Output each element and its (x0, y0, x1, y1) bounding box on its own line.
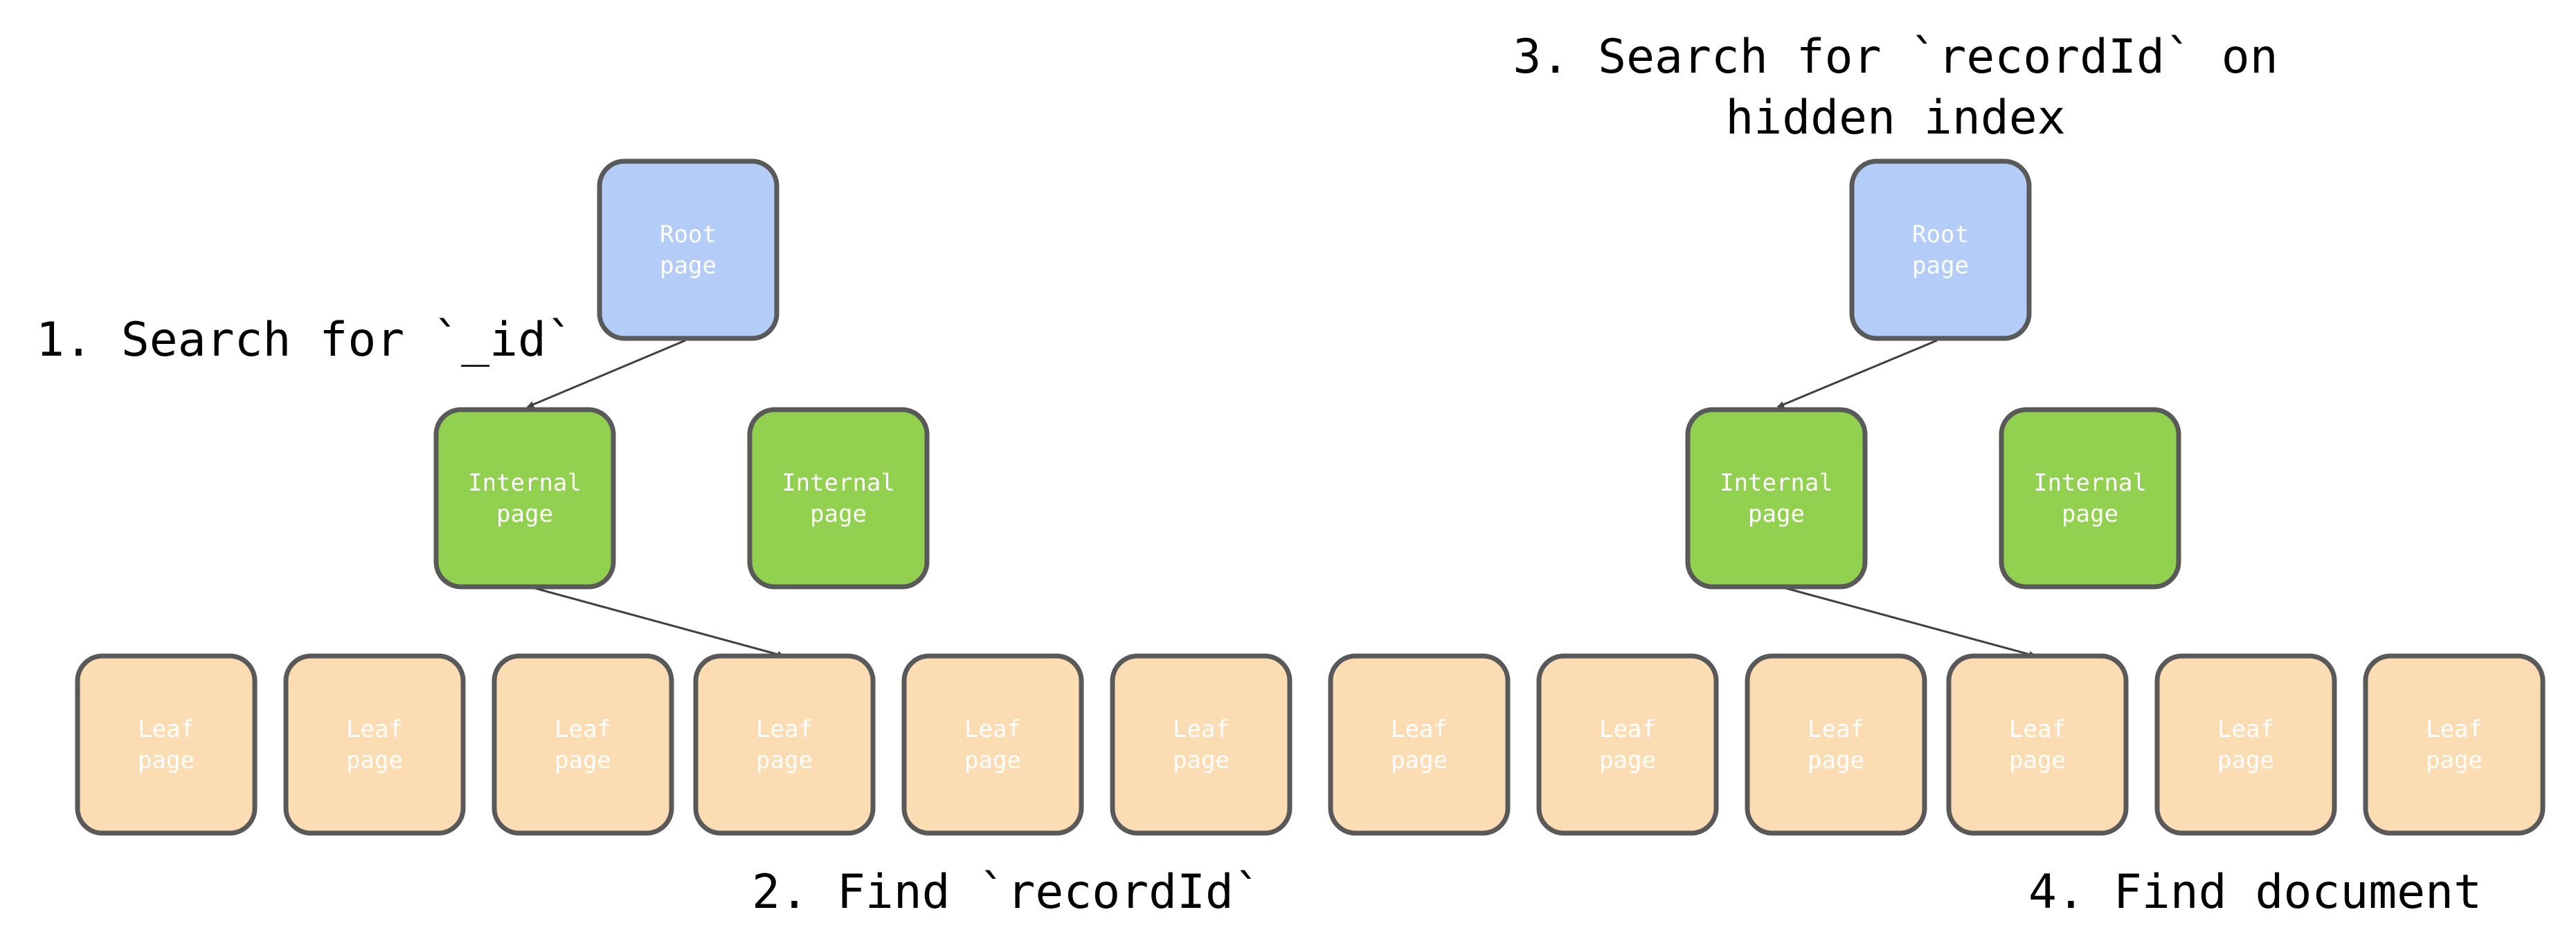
arrow-internal-to-leaf-4 (1780, 585, 2036, 658)
root-page-node: Root page (1849, 158, 2032, 341)
leaf-page-label-line1: Leaf (1173, 715, 1230, 743)
root-page-label-line2: page (660, 252, 717, 280)
leaf-page-node: Leaf page (1110, 653, 1292, 836)
leaf-page-label-line1: Leaf (346, 715, 403, 743)
leaf-page-label-line1: Leaf (138, 715, 195, 743)
arrow-root-to-internal-1 (1777, 339, 1938, 408)
leaf-page-label-line2: page (555, 747, 611, 774)
step-3-label-line2: hidden index (1725, 91, 2065, 145)
leaf-page-label-line1: Leaf (2217, 715, 2274, 743)
leaf-page-label-line2: page (964, 747, 1021, 774)
leaf-page-label-line1: Leaf (1808, 715, 1864, 743)
leaf-page-label-line2: page (1173, 747, 1230, 774)
leaf-page-label-line1: Leaf (756, 715, 813, 743)
leaf-page-label-line2: page (1391, 747, 1448, 774)
internal-page-node: Internal page (747, 407, 930, 590)
leaf-page-label-line1: Leaf (2426, 715, 2483, 743)
leaf-page-node: Leaf page (901, 653, 1084, 836)
internal-page-label-line1: Internal (468, 469, 582, 497)
arrow-root-to-internal-1 (527, 339, 686, 408)
leaf-page-label-line2: page (756, 747, 813, 774)
leaf-page-label-line2: page (2217, 747, 2274, 774)
step-4-label: 4. Find document (2028, 865, 2482, 920)
leaf-page-label-line2: page (1808, 747, 1864, 774)
leaf-page-node: Leaf page (1745, 653, 1927, 836)
internal-page-node: Internal page (433, 407, 616, 590)
arrow-internal-to-leaf-4 (529, 585, 784, 658)
leaf-page-label-line2: page (138, 747, 195, 774)
leaf-page-node: Leaf page (492, 653, 674, 836)
leaf-page-label-line1: Leaf (2009, 715, 2066, 743)
root-page-label-line2: page (1912, 252, 1969, 280)
leaf-page-node: Leaf page (693, 653, 876, 836)
internal-page-label-line2: page (496, 500, 553, 528)
leaf-page-node: Leaf page (75, 653, 258, 836)
step-2-label: 2. Find `recordId` (752, 865, 1262, 920)
leaf-page-node: Leaf page (2154, 653, 2337, 836)
root-page-label-line1: Root (660, 221, 717, 248)
root-page-node: Root page (597, 158, 780, 341)
leaf-page-node: Leaf page (2363, 653, 2546, 836)
leaf-page-label-line2: page (346, 747, 403, 774)
internal-page-label-line2: page (1748, 500, 1805, 528)
tree-primary: Root page Internal page Internal page Le… (75, 158, 1292, 836)
root-page-label-line1: Root (1912, 221, 1969, 248)
leaf-page-label-line1: Leaf (1391, 715, 1448, 743)
leaf-page-node: Leaf page (1328, 653, 1511, 836)
internal-page-label-line1: Internal (2033, 469, 2147, 497)
leaf-page-node: Leaf page (1946, 653, 2129, 836)
step-3-label-line1: 3. Search for `recordId` on (1513, 30, 2278, 84)
internal-page-label-line2: page (810, 500, 867, 528)
leaf-page-label-line1: Leaf (964, 715, 1021, 743)
leaf-page-label-line1: Leaf (555, 715, 611, 743)
leaf-page-node: Leaf page (1536, 653, 1719, 836)
leaf-page-label-line2: page (2009, 747, 2066, 774)
internal-page-label-line1: Internal (782, 469, 895, 497)
internal-page-label-line1: Internal (1720, 469, 1833, 497)
leaf-page-label-line2: page (1599, 747, 1656, 774)
step-1-label: 1. Search for `_id` (36, 313, 575, 367)
leaf-page-label-line2: page (2426, 747, 2483, 774)
internal-page-node: Internal page (1685, 407, 1868, 590)
internal-page-node: Internal page (1999, 407, 2181, 590)
tree-hidden-index: Root page Internal page Internal page Le… (1328, 158, 2546, 836)
leaf-page-node: Leaf page (283, 653, 466, 836)
leaf-page-label-line1: Leaf (1599, 715, 1656, 743)
internal-page-label-line2: page (2062, 500, 2118, 528)
